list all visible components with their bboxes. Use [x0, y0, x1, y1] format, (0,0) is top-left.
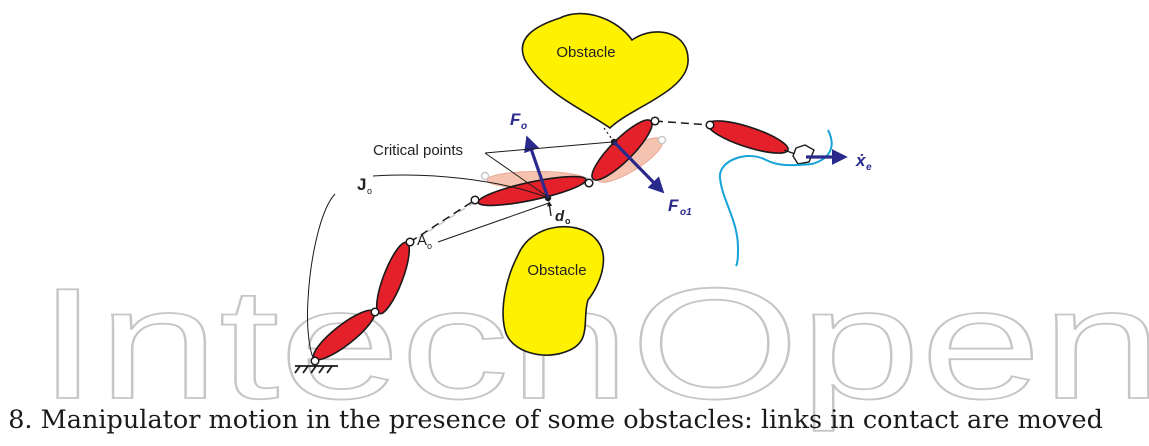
- joint: [705, 120, 715, 130]
- critical-points-label: Critical points: [373, 142, 463, 159]
- ground-base: [294, 365, 338, 374]
- svg-text:F: F: [668, 196, 679, 215]
- link-5: [707, 120, 789, 154]
- svg-text:F: F: [510, 110, 521, 129]
- obstacle-bottom-label: Obstacle: [527, 262, 586, 279]
- force-arrow-fo: [524, 135, 550, 199]
- distance-label: d o: [555, 208, 571, 226]
- velocity-label: ẋ e: [855, 151, 872, 173]
- link-connections: [409, 120, 711, 243]
- svg-text:J: J: [357, 175, 366, 194]
- obstacle-bottom: [502, 226, 605, 356]
- leader-lines: [307, 141, 613, 359]
- svg-text:A: A: [417, 232, 427, 249]
- svg-text:o: o: [521, 121, 527, 132]
- end-effector: [783, 144, 815, 165]
- area-label: A o: [417, 232, 432, 251]
- svg-text:e: e: [866, 162, 872, 173]
- distance-arrow: [547, 200, 553, 217]
- joint: [584, 178, 594, 188]
- joint: [470, 195, 480, 205]
- obstacle-top-label: Obstacle: [556, 44, 615, 61]
- svg-text:o: o: [565, 216, 571, 226]
- force-arrow-fo1: [612, 140, 665, 194]
- joint-base: [310, 356, 320, 366]
- force-fo1-label: F o1: [668, 196, 692, 218]
- force-fo-label: F o: [510, 110, 527, 132]
- ghost-joint: [480, 171, 490, 181]
- svg-text:ẋ: ẋ: [855, 151, 867, 170]
- ghost-joint: [657, 135, 667, 145]
- obstacle-top: [521, 12, 689, 130]
- joints: [310, 116, 715, 366]
- svg-text:o: o: [367, 186, 372, 196]
- svg-text:d: d: [555, 208, 565, 225]
- joint: [405, 237, 415, 247]
- figure-caption: . 8. Manipulator motion in the presence …: [0, 405, 1103, 435]
- svg-text:o: o: [427, 241, 432, 251]
- joint: [650, 116, 660, 126]
- svg-text:o1: o1: [680, 207, 692, 218]
- trajectory-curve: [718, 129, 833, 267]
- jacobian-label: J o: [357, 175, 372, 196]
- joint: [370, 307, 380, 317]
